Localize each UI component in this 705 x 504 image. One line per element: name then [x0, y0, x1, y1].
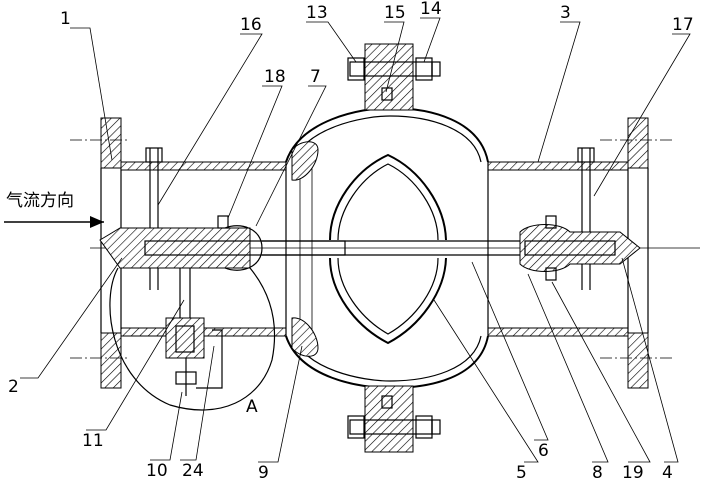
part-labels: 1 16 18 7 13 15 14 3 17 2 11 10 24 9 5 6…: [8, 0, 694, 483]
bottom-flange-block: [347, 385, 441, 453]
flow-arrow: [4, 216, 104, 228]
left-flange: [100, 117, 122, 389]
part-label-4: 4: [662, 463, 673, 483]
part-label-16: 16: [240, 15, 262, 35]
flow-direction-label: 气流方向: [6, 191, 74, 211]
part-label-8: 8: [592, 463, 603, 483]
seal-ring-top: [291, 141, 319, 181]
part-label-1: 1: [60, 9, 71, 29]
part-label-9: 9: [258, 463, 269, 483]
part-label-5: 5: [516, 463, 527, 483]
part-label-15: 15: [384, 3, 406, 23]
central-shaft: [99, 215, 641, 281]
top-flange-block: [347, 43, 441, 111]
part-label-7: 7: [310, 67, 321, 87]
seal-ring-bottom: [291, 317, 319, 357]
part-label-17: 17: [672, 15, 694, 35]
elastic-membrane: [329, 153, 447, 345]
support-rod-left: [145, 147, 163, 290]
part-label-11: 11: [82, 431, 104, 451]
detail-label-a: A: [246, 397, 258, 417]
part-label-14: 14: [420, 0, 442, 19]
part-label-24: 24: [182, 461, 204, 481]
part-label-13: 13: [306, 3, 328, 23]
support-rod-right: [577, 147, 595, 290]
part-label-18: 18: [264, 67, 286, 87]
part-label-2: 2: [8, 377, 19, 397]
detail-circle-a: [109, 267, 276, 411]
leader-lines: [20, 17, 691, 463]
part-label-19: 19: [622, 463, 644, 483]
part-label-10: 10: [146, 461, 168, 481]
part-label-3: 3: [560, 3, 571, 23]
part-label-6: 6: [538, 441, 549, 461]
